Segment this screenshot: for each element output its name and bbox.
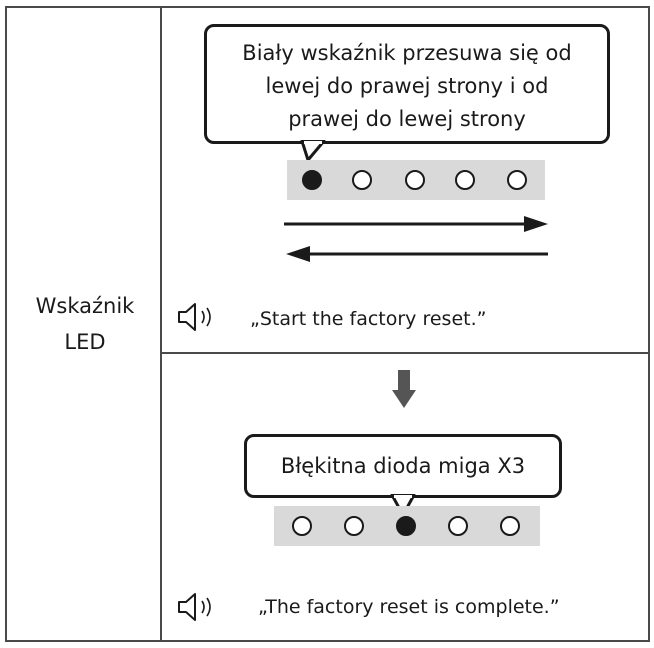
row-label: Wskaźnik LED [10,288,160,360]
step1-led-2 [352,170,372,190]
step2-led-3 [396,516,416,536]
step1-led-4 [455,170,475,190]
step2-led-4 [448,516,468,536]
speaker-sound-icon [178,593,211,621]
step1-led-5 [507,170,527,190]
led-table [5,6,650,642]
row-label-line1: Wskaźnik [35,294,135,318]
step2-led-bar [274,506,540,546]
step1-bubble-line1: Biały wskaźnik przesuwa się od [242,41,572,65]
step1-led-bar [287,160,545,200]
step2-led-2 [344,516,364,536]
step1-voice-text: „Start the factory reset.” [250,308,487,330]
column-divider [160,6,162,642]
arrow-right-icon [284,216,548,232]
step2-voice-text: „The factory reset is complete.” [258,596,560,618]
step2-bubble-tail [390,494,416,517]
step1-bubble-line3: prawej do lewej strony [288,107,526,131]
step1-led-1 [302,170,322,190]
row-label-line2: LED [64,330,106,354]
row-divider [160,352,650,354]
step1-bubble-line2: lewej do prawej strony i od [265,74,549,98]
speaker-sound-icon [178,303,211,331]
step2-bubble: Błękitna dioda miga X3 [244,434,562,498]
step2-led-5 [500,516,520,536]
arrow-left-icon [286,246,548,262]
arrow-down-icon [392,370,416,408]
step1-bubble-tail [300,140,326,162]
step2-led-1 [292,516,312,536]
step1-bubble: Biały wskaźnik przesuwa się od lewej do … [204,24,610,144]
step1-led-3 [405,170,425,190]
